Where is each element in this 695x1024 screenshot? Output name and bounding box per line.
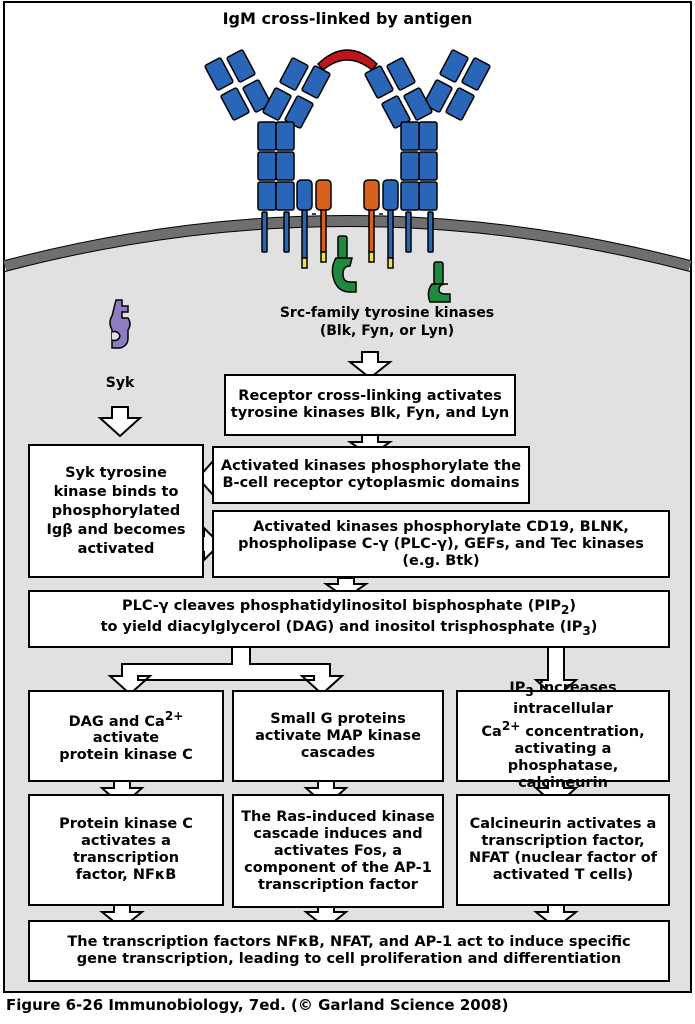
box-dag-ca: DAG and Ca2+ activate protein kinase C — [28, 690, 224, 782]
antigen — [316, 49, 379, 72]
box-protein-kinase-c: Protein kinase C activates a transcripti… — [28, 794, 224, 906]
box-small-g-proteins: Small G proteins activate MAP kinase cas… — [232, 690, 444, 782]
src-family-label-line1: Src-family tyrosine kinases — [279, 305, 495, 321]
plc-line2-a: to yield diacylglycerol (DAG) and inosit… — [100, 619, 583, 635]
igm-right — [364, 49, 491, 253]
src-kinase-left — [331, 235, 357, 293]
dag-a: DAG and Ca — [68, 713, 165, 730]
box-calcineurin: Calcineurin activates a transcription fa… — [456, 794, 670, 906]
plc-line1-sub: 2 — [561, 603, 570, 617]
box-plc-cleaves: PLC-γ cleaves phosphatidylinositol bisph… — [28, 590, 670, 648]
ip3-sup: 2+ — [501, 719, 521, 734]
plc-line1-b: ) — [569, 598, 577, 615]
ip3-d: concentration, — [520, 723, 645, 740]
box-ip3: IP3 increases intracellular Ca2+ concent… — [456, 680, 670, 791]
igm-left — [204, 49, 331, 253]
src-kinase-right — [427, 261, 451, 303]
ip3-sub: 3 — [525, 685, 534, 700]
arrow-plc-split — [107, 645, 345, 696]
ip3-c: Ca — [481, 723, 502, 740]
box-syk-binds: Syk tyrosine kinase binds to phosphoryla… — [28, 444, 204, 578]
arrow-src-to-crosslink — [347, 351, 393, 380]
box-phosphorylate-targets: Activated kinases phosphorylate CD19, BL… — [212, 510, 670, 578]
box-transcription-factors: The transcription factors NFκB, NFAT, an… — [28, 920, 670, 982]
dag-sup: 2+ — [164, 708, 184, 723]
plc-line2-sub: 3 — [582, 623, 591, 638]
arrow-syk-down — [97, 406, 143, 438]
cell-membrane — [3, 215, 692, 272]
plc-line2-b: ) — [590, 619, 598, 635]
src-family-label: Src-family tyrosine kinases (Blk, Fyn, o… — [262, 304, 512, 340]
syk-label: Syk — [105, 375, 135, 391]
box-receptor-crosslinking: Receptor cross-linking activates tyrosin… — [224, 374, 516, 436]
ip3-b: increases intracellular — [513, 680, 617, 718]
figure-caption: Figure 6-26 Immunobiology, 7ed. (© Garla… — [6, 996, 509, 1014]
ip3-e: activating a phosphatase, calcineurin — [507, 740, 619, 791]
syk-kinase — [109, 299, 131, 349]
diagram-title: IgM cross-linked by antigen — [222, 9, 473, 28]
dag-b: activate protein kinase C — [59, 730, 193, 764]
arrow-plc-to-ip3 — [533, 645, 579, 700]
box-phosphorylate-domains: Activated kinases phosphorylate the B-ce… — [212, 446, 530, 504]
src-family-label-line2: (Blk, Fyn, or Lyn) — [319, 323, 455, 339]
box-ras-kinase: The Ras-induced kinase cascade induces a… — [232, 794, 444, 908]
ip3-a: IP — [509, 680, 526, 697]
plc-line1-a: PLC-γ cleaves phosphatidylinositol bisph… — [121, 598, 561, 615]
ig-alpha-beta-right — [363, 179, 399, 269]
ig-alpha-beta-left — [296, 179, 332, 269]
